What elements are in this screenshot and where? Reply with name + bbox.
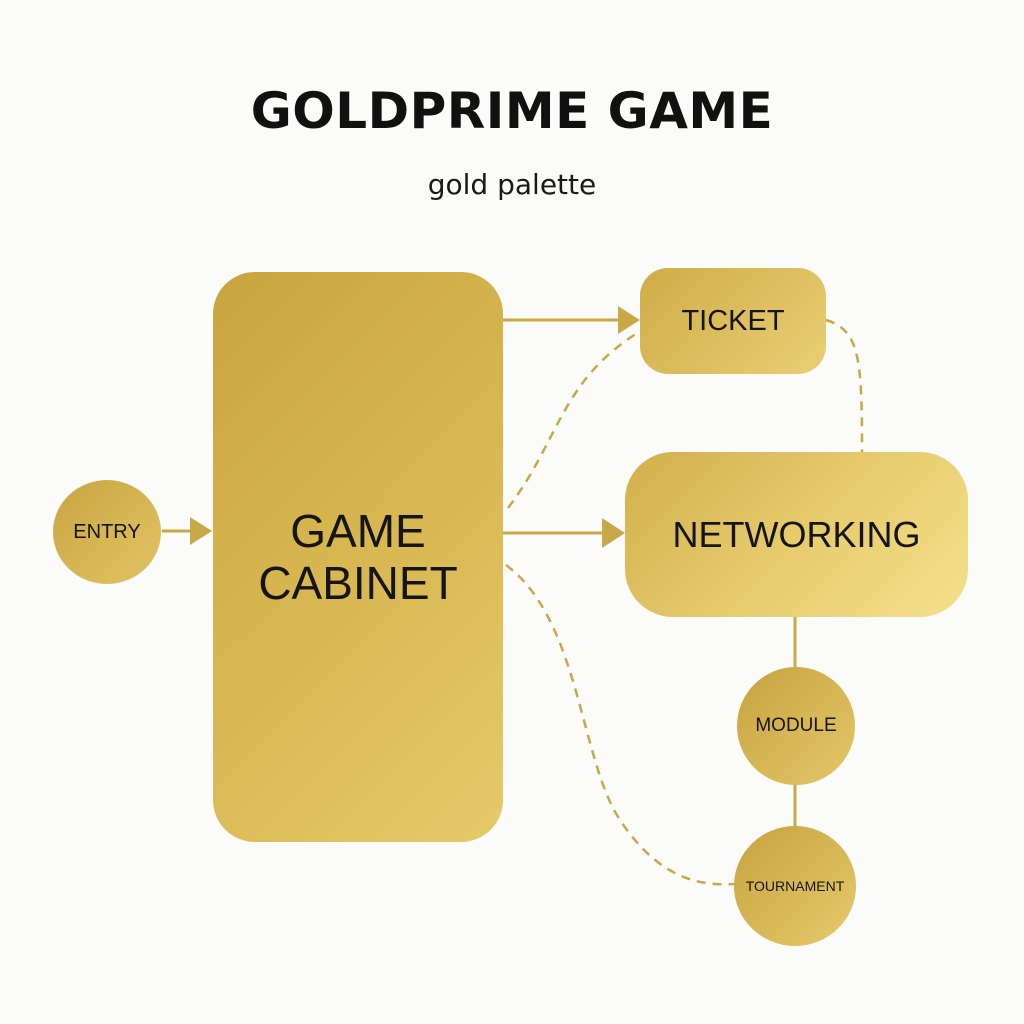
- edge-cabinet-to-networking-arrowhead: [602, 518, 625, 548]
- edge-cabinet-to-ticket-dashed: [507, 328, 643, 509]
- edge-cabinet-to-tournament-dashed: [505, 563, 737, 886]
- entry-node: ENTRY: [53, 480, 161, 584]
- edge-cabinet-to-ticket-arrowhead: [618, 306, 640, 334]
- module-node: MODULE: [737, 667, 855, 785]
- game-cabinet-label-line2: CABINET: [258, 557, 458, 609]
- edge-entry-to-cabinet-arrowhead: [190, 517, 212, 545]
- networking-label: NETWORKING: [672, 513, 921, 555]
- tournament-label: TOURNAMENT: [745, 878, 845, 894]
- game-cabinet-label-line1: GAME: [290, 505, 426, 557]
- diagram-subtitle: gold palette: [427, 168, 597, 201]
- networking-node: NETWORKING: [625, 452, 968, 617]
- ticket-label: TICKET: [681, 304, 785, 337]
- diagram-title: GOLDPRIME GAME: [250, 82, 774, 140]
- tournament-node: TOURNAMENT: [734, 826, 856, 946]
- ticket-node: TICKET: [640, 268, 826, 374]
- edge-ticket-to-networking-dashed: [825, 318, 864, 453]
- game-cabinet-node: GAME CABINET: [213, 272, 503, 842]
- module-label: MODULE: [755, 715, 837, 736]
- entry-label: ENTRY: [73, 520, 141, 543]
